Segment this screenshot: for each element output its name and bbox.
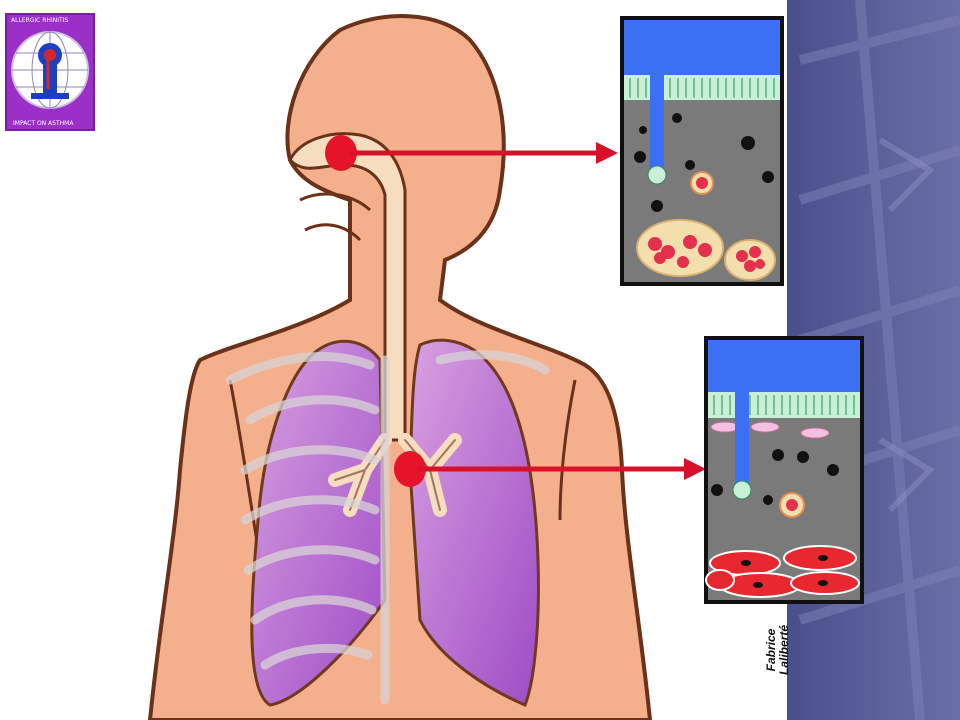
arrowhead-lung bbox=[684, 458, 706, 480]
nose-marker bbox=[325, 135, 357, 171]
logo-emblem bbox=[11, 31, 89, 109]
logo: ALLERGIC RHINITIS IMPACT ON ASTHMA bbox=[5, 13, 95, 131]
right-lung bbox=[250, 339, 387, 707]
airway bbox=[288, 132, 407, 442]
bronchial-tree bbox=[328, 433, 462, 517]
illustrator-credit: Fabrice Laliberté bbox=[764, 605, 791, 695]
bronchial-epithelium bbox=[708, 392, 860, 418]
upper-airway-panel bbox=[620, 16, 784, 286]
nasal-eosinophil bbox=[690, 171, 714, 195]
arrowhead-nose bbox=[596, 142, 618, 164]
logo-text-top: ALLERGIC RHINITIS bbox=[11, 17, 69, 24]
credit-line-2: Laliberté bbox=[777, 625, 791, 676]
nasal-lumen bbox=[624, 20, 780, 75]
logo-text-bottom: IMPACT ON ASTHMA bbox=[13, 120, 74, 127]
lungs bbox=[250, 338, 540, 707]
lung-marker bbox=[394, 451, 426, 487]
callout-nose bbox=[325, 135, 618, 171]
rib-cage bbox=[225, 350, 550, 705]
nasal-blood-vessel-2 bbox=[724, 239, 776, 281]
bronchial-lumen bbox=[708, 340, 860, 392]
callout-lung bbox=[394, 451, 706, 487]
nasal-blood-vessel-1 bbox=[636, 219, 724, 277]
lower-airway-panel bbox=[704, 336, 864, 604]
nasal-gland-duct bbox=[650, 70, 664, 175]
bronchial-eosinophil bbox=[779, 492, 805, 518]
bronchial-gland-duct bbox=[735, 390, 749, 490]
